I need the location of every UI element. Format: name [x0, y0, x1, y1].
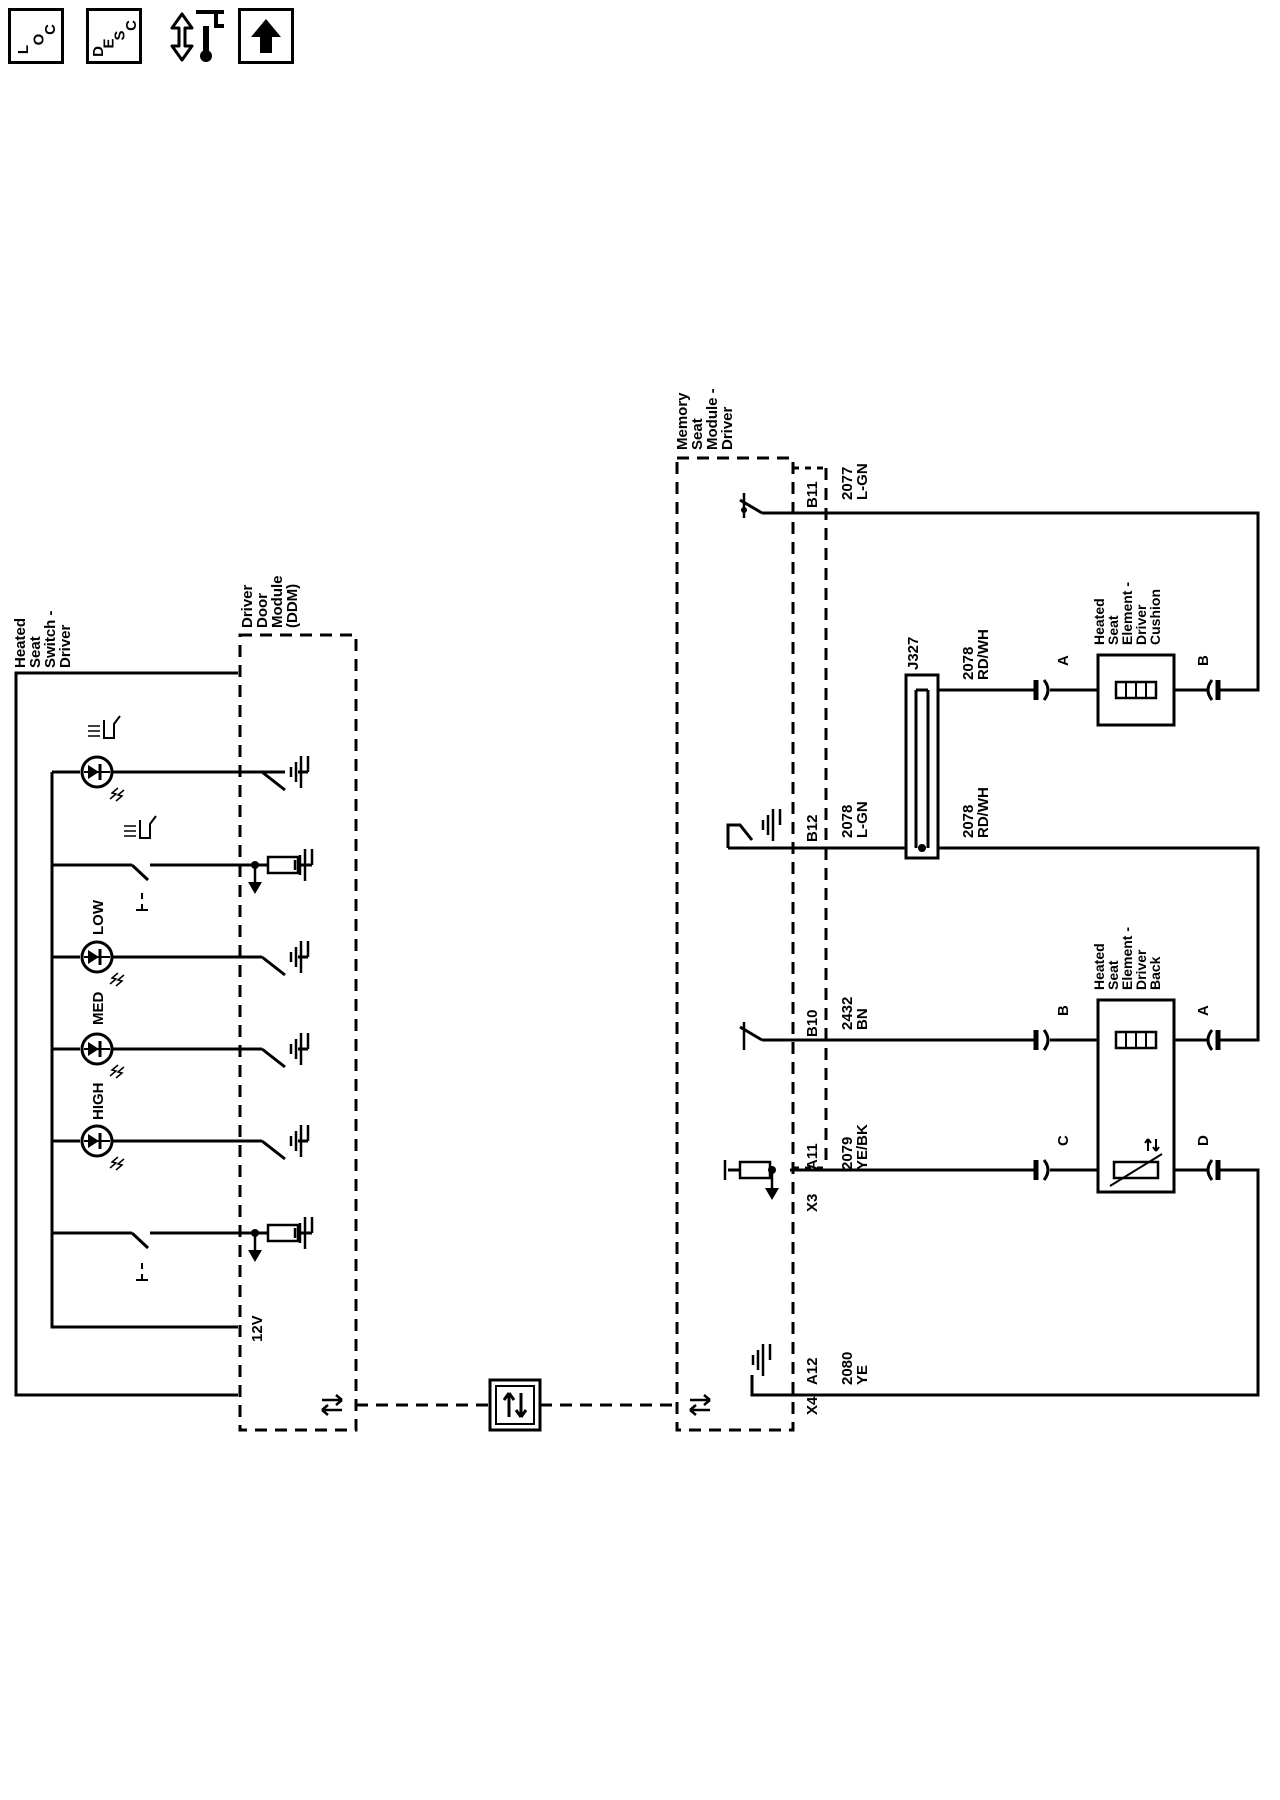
- pin-label: B11: [804, 481, 821, 508]
- msm-label-line: Module -: [704, 388, 721, 450]
- driver-door-module: Driver Door Module (DDM): [238, 576, 358, 1432]
- ground-icon: [761, 807, 782, 843]
- ddm-label-line: (DDM): [284, 584, 301, 628]
- indicator-row-low: LOW: [52, 899, 310, 987]
- ddm-label-line: Driver: [239, 584, 256, 628]
- wire-circuit: 2077: [839, 467, 856, 500]
- cushion-label-line: Driver: [1133, 604, 1149, 645]
- indicator-lamp-icon: [80, 1032, 114, 1066]
- ddm-label-line: Module: [269, 576, 286, 629]
- wire-circuit: 2079: [839, 1137, 856, 1170]
- wire-circuit: 2078: [960, 647, 977, 680]
- switch-label-line: Heated: [12, 618, 29, 668]
- supply-12v-label: 12V: [249, 1315, 266, 1342]
- navigation-toolbar: L O C D E S C: [0, 0, 320, 80]
- indicator-lamp-icon: [80, 940, 114, 974]
- serial-data-link: [356, 1378, 676, 1432]
- connector-x3-label: X3: [804, 1194, 821, 1212]
- terminal-label: D: [1195, 1135, 1212, 1146]
- terminal-label: B: [1195, 655, 1212, 666]
- glow-icon: [109, 972, 125, 987]
- back-label-line: Element -: [1119, 927, 1135, 990]
- cushion-label-line: Cushion: [1147, 589, 1163, 645]
- ddm-label-line: Door: [254, 593, 271, 628]
- heated-seat-cushion: A B Heated Seat Element - Driver Cushion: [1033, 582, 1221, 727]
- indicator-lamp-icon: [80, 755, 114, 789]
- terminal-label: A: [1055, 655, 1072, 666]
- msm-label-line: Memory: [674, 392, 691, 450]
- serial-data-icon: [688, 1393, 712, 1417]
- indicator-label-high: HIGH: [90, 1083, 107, 1121]
- wire-color: L-GN: [854, 463, 871, 500]
- wire-color: YE: [854, 1365, 871, 1385]
- wire-color: YE/BK: [854, 1124, 871, 1170]
- wire-color: BN: [854, 1008, 871, 1030]
- serial-data-gateway-icon: [502, 1392, 528, 1418]
- pin-label: B12: [804, 814, 821, 842]
- memory-seat-module: Memory Seat Module - Driver X3 X4 B11 B1…: [674, 388, 828, 1432]
- indicator-label-low: LOW: [90, 899, 107, 935]
- heated-seat-switch: Heated Seat Switch - Driver 12V: [12, 610, 314, 1397]
- terminal-label: C: [1055, 1135, 1072, 1146]
- switch-row-6: [52, 1215, 314, 1281]
- switch-label-line: Seat: [27, 636, 44, 668]
- wire-circuit: 2078: [960, 805, 977, 838]
- wires: 2077 L-GN 2078 L-GN 2432 BN 2079 YE/BK 2…: [728, 463, 1260, 1397]
- connector-x4-label: X4: [804, 1396, 821, 1415]
- back-label-line: Seat: [1105, 960, 1121, 990]
- indicator-row-med: MED: [52, 992, 310, 1079]
- cushion-label-line: Heated: [1091, 598, 1107, 645]
- pin-label: B10: [804, 1009, 821, 1037]
- splice-j327: J327: [904, 637, 940, 860]
- back-label-line: Back: [1147, 956, 1163, 990]
- connector-diagnostic-icon[interactable]: [166, 4, 232, 70]
- switch-row-2: [52, 815, 314, 911]
- switch-label-line: Switch -: [42, 610, 59, 668]
- wire-color: L-GN: [854, 801, 871, 838]
- wire-circuit: 2078: [839, 805, 856, 838]
- wire-circuit: 2432: [839, 997, 856, 1030]
- pin-label: A11: [804, 1143, 821, 1170]
- splice-label: J327: [905, 637, 922, 670]
- wire-color: RD/WH: [975, 787, 992, 838]
- terminal-label: B: [1055, 1005, 1072, 1016]
- wire-color: RD/WH: [975, 629, 992, 680]
- up-arrow-button[interactable]: [238, 8, 294, 64]
- msm-label-line: Seat: [689, 418, 706, 450]
- glow-icon: [109, 787, 125, 802]
- pin-label: A12: [804, 1357, 821, 1385]
- glow-icon: [109, 1064, 125, 1079]
- glow-icon: [109, 1156, 125, 1171]
- wire-circuit: 2080: [839, 1352, 856, 1385]
- ground-icon: [751, 1342, 772, 1378]
- up-arrow-icon: [251, 19, 281, 53]
- seat-heat-icon: [124, 815, 157, 839]
- heated-seat-back: B A C D Heated Seat Element - Driver Bac…: [1033, 927, 1221, 1194]
- location-view-button[interactable]: L O C: [8, 8, 64, 64]
- back-label-line: Driver: [1133, 949, 1149, 990]
- indicator-row-1: [52, 715, 310, 802]
- seat-heat-icon: [88, 715, 121, 739]
- description-view-button[interactable]: D E S C: [86, 8, 142, 64]
- indicator-lamp-icon: [80, 1124, 114, 1158]
- terminal-label: A: [1195, 1005, 1212, 1016]
- cushion-label-line: Element -: [1119, 582, 1135, 645]
- temperature-icon: [1144, 1138, 1160, 1152]
- switch-label-line: Driver: [57, 624, 74, 668]
- back-label-line: Heated: [1091, 943, 1107, 990]
- cushion-label-line: Seat: [1105, 615, 1121, 645]
- indicator-label-med: MED: [90, 992, 107, 1026]
- serial-data-icon: [320, 1393, 344, 1417]
- indicator-row-high: HIGH: [52, 1083, 310, 1171]
- msm-label-line: Driver: [719, 406, 736, 450]
